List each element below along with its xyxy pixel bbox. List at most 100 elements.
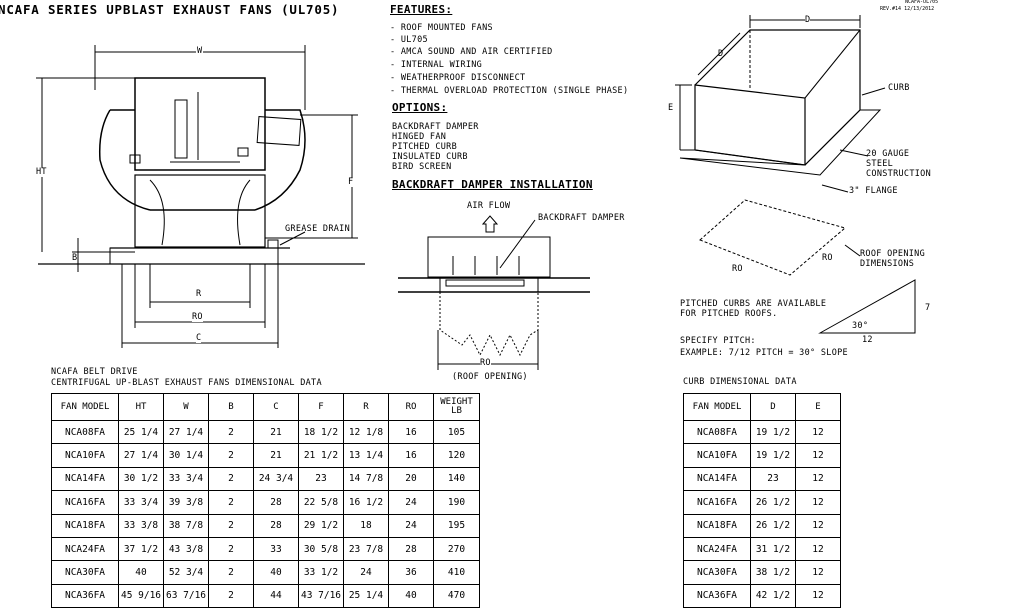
options-heading: OPTIONS: [392,101,448,114]
feature-item: - ROOF MOUNTED FANS [390,23,493,33]
feature-item: - UL705 [390,35,428,45]
backdraft-damper [445,279,525,287]
table-cell: 30 1/4 [163,443,209,468]
table-cell: 33 3/8 [118,513,164,538]
pitch-note-2: FOR PITCHED ROOFS. [680,309,778,319]
table-cell: 38 1/2 [750,560,796,585]
curb-d-label-side: D [718,49,724,59]
table-cell: 43 7/16 [298,583,344,608]
table-cell: 16 1/2 [343,490,389,515]
option-item: INSULATED CURB [392,152,468,162]
table-cell: 140 [433,466,480,492]
roof-opening [699,199,847,276]
pitch-triangle [818,279,916,334]
fan-table-caption-2: CENTRIFUGAL UP-BLAST EXHAUST FANS DIMENS… [51,378,322,388]
table-cell: 12 [795,490,841,515]
table-cell: NCA18FA [51,513,119,538]
doc-revision: REV.#14 12/13/2012 [880,6,935,12]
roof-ro-label-2: RO [822,253,833,263]
table-cell: 38 7/8 [163,513,209,538]
table-cell: 26 1/2 [750,513,796,538]
pitch-angle: 30° [852,321,869,331]
fan-motor-housing [134,77,266,171]
table-cell: 2 [208,536,254,562]
table-cell: NCA14FA [683,466,751,492]
table-cell: 12 [795,536,841,562]
table-cell: 28 [253,513,299,538]
table-cell: 27 1/4 [118,443,164,468]
table-cell: 2 [208,490,254,515]
table-cell: 37 1/2 [118,536,164,562]
table-cell: 270 [433,536,480,562]
table-cell: 23 [298,466,344,492]
table-cell: 36 [388,560,434,585]
r-label: R [196,289,202,299]
table-cell: 63 7/16 [163,583,209,608]
table-cell: 195 [433,513,480,538]
table-cell: 52 3/4 [163,560,209,585]
roof-opening-dims-2: DIMENSIONS [860,259,915,269]
roof-opening-dims-1: ROOF OPENING [860,249,926,259]
table-cell: NCA24FA [51,536,119,562]
table-cell: 12 1/8 [343,419,389,445]
table-cell: NCA36FA [51,583,119,608]
header-e: E [795,393,841,421]
gauge-label-3: CONSTRUCTION [866,169,932,179]
table-cell: 20 [388,466,434,492]
table-cell: NCA08FA [683,419,751,445]
option-item: PITCHED CURB [392,142,458,152]
c-label: C [196,333,202,343]
doc-code: NCAFA-UL705 [905,0,939,5]
table-cell: NCA36FA [683,583,751,608]
table-cell: 21 [253,443,299,468]
table-cell: 31 1/2 [750,536,796,562]
table-cell: 40 [388,583,434,608]
table-cell: 26 1/2 [750,490,796,515]
header-fan-model: FAN MODEL [51,393,119,421]
table-cell: NCA10FA [683,443,751,468]
table-cell: 23 [750,466,796,492]
curb-table-header-row: FAN MODEL D E [683,393,841,421]
f-label: F [348,177,354,187]
table-cell: 12 [795,583,841,608]
table-cell: 33 3/4 [163,466,209,492]
curb-flange [679,109,882,176]
table-cell: 2 [208,419,254,445]
table-cell: NCA08FA [51,419,119,445]
table-cell: 14 7/8 [343,466,389,492]
pitch-rise: 7 [925,303,931,313]
features-heading: FEATURES: [390,3,453,16]
pitch-note-1: PITCHED CURBS ARE AVAILABLE [680,299,827,309]
table-cell: 470 [433,583,480,608]
air-flow-label: AIR FLOW [467,201,511,211]
table-cell: 21 [253,419,299,445]
fan-curb-base [109,247,279,265]
header-weight-2: LB [451,406,462,416]
table-cell: 39 3/8 [163,490,209,515]
header-weight-1: WEIGHT [440,397,473,407]
damper-ro-label: RO [480,358,491,368]
damper-fan-unit [427,236,551,278]
table-cell: NCA24FA [683,536,751,562]
roof-ro-label-1: RO [732,264,743,274]
gauge-label-1: 20 GAUGE [866,149,910,159]
damper-leader [499,219,536,269]
table-cell: 42 1/2 [750,583,796,608]
table-cell: 12 [795,513,841,538]
backdraft-damper-label: BACKDRAFT DAMPER [538,213,625,223]
feature-item: - INTERNAL WIRING [390,60,483,70]
table-cell: 45 9/16 [118,583,164,608]
grease-drain-label: GREASE DRAIN [285,224,351,234]
w-label: W [196,46,204,56]
header-w: W [163,393,209,421]
table-cell: 33 1/2 [298,560,344,585]
fan-hood-left [98,109,151,211]
